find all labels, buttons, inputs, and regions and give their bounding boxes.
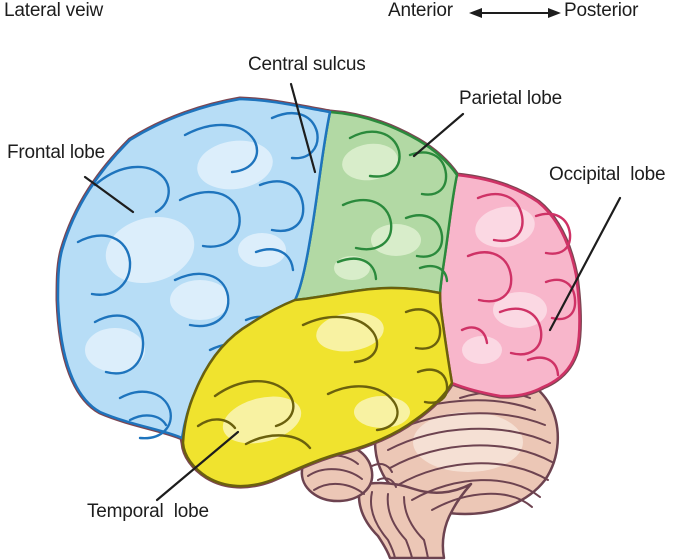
- highlight: [316, 312, 384, 352]
- highlight: [170, 280, 230, 320]
- stria-line: [411, 479, 541, 501]
- anterior-label: Anterior: [388, 0, 453, 21]
- gyrus-line: [348, 130, 401, 178]
- cerebellum-highlights: [413, 412, 523, 472]
- gyrus-line: [93, 165, 170, 214]
- stria-line: [371, 463, 393, 473]
- stria-line: [431, 492, 533, 511]
- gyrus-line: [301, 315, 379, 364]
- gyrus-line: [213, 380, 295, 428]
- gyrus-line: [544, 278, 577, 321]
- parietal-highlights: [334, 143, 421, 280]
- highlight: [222, 396, 302, 444]
- stria-line: [377, 477, 397, 488]
- temporal-leader-line: [155, 430, 240, 502]
- anterior-posterior-arrow: [469, 8, 561, 18]
- parietal-gyri: [336, 130, 449, 283]
- gyrus-line: [336, 257, 378, 281]
- gyrus-line: [466, 251, 513, 303]
- gyrus-line: [173, 272, 230, 328]
- stria-line: [307, 468, 363, 480]
- temporal-lobe-label: Temporal lobe: [87, 501, 209, 522]
- gyrus-line: [341, 198, 393, 251]
- posterior-label: Posterior: [564, 0, 639, 21]
- gyrus-line: [418, 264, 449, 283]
- highlight: [413, 412, 523, 472]
- gyrus-line: [183, 123, 259, 174]
- highlight: [462, 336, 502, 364]
- gyrus-line: [244, 434, 312, 450]
- stria-line: [397, 462, 549, 486]
- occipital-lobe: [438, 173, 581, 398]
- highlight: [371, 224, 421, 256]
- frontal-leader-line: [83, 175, 135, 214]
- central-sulcus-label: Central sulcus: [248, 54, 366, 75]
- gyrus-line: [416, 368, 449, 404]
- stria-line: [386, 493, 413, 559]
- occipital-gyri: [460, 193, 577, 377]
- temporal-gyri: [196, 308, 449, 450]
- stria-line: [389, 444, 553, 469]
- stria-line: [370, 491, 396, 559]
- arrow-head-right: [548, 8, 561, 18]
- gyrus-line: [178, 190, 241, 248]
- gyrus-line: [93, 314, 145, 375]
- gyrus-line: [534, 212, 572, 255]
- gyrus-line: [254, 248, 295, 272]
- gyrus-line: [404, 214, 444, 258]
- highlight: [105, 216, 195, 284]
- highlight: [334, 256, 370, 280]
- gyrus-line: [408, 151, 448, 196]
- gyrus-line: [270, 112, 319, 160]
- temporal-lobe: [181, 286, 454, 488]
- gyrus-line: [460, 326, 489, 345]
- parietal-leader-line: [412, 112, 465, 158]
- highlight: [475, 206, 535, 248]
- leader-lines: [83, 82, 622, 502]
- gyrus-line: [196, 418, 237, 430]
- view-title: Lateral veiw: [4, 0, 103, 21]
- gyrus-line: [258, 180, 305, 233]
- gyrus-line: [326, 385, 399, 432]
- gyrus-line: [76, 234, 132, 296]
- frontal-lobe-label: Frontal lobe: [7, 142, 105, 163]
- gyrus-line: [476, 193, 524, 243]
- frontal-highlights: [85, 140, 286, 372]
- central-sulcus-leader-line: [289, 82, 317, 174]
- gyrus-line: [118, 390, 172, 440]
- gyrus-line: [404, 308, 442, 350]
- gyrus-line: [128, 414, 168, 427]
- highlight: [197, 140, 273, 190]
- gyrus-line: [498, 307, 543, 356]
- parietal-lobe-label: Parietal lobe: [459, 88, 563, 109]
- arrow-head-left: [469, 8, 482, 18]
- stria-line: [403, 496, 429, 559]
- occipital-lobe-label: Occipital lobe: [549, 164, 666, 185]
- highlight: [85, 328, 145, 372]
- highlight: [342, 143, 398, 181]
- highlight: [354, 396, 410, 428]
- occipital-leader-line: [548, 196, 622, 332]
- stria-line: [313, 482, 365, 495]
- stria-line: [387, 427, 551, 451]
- gyrus-line: [526, 356, 560, 377]
